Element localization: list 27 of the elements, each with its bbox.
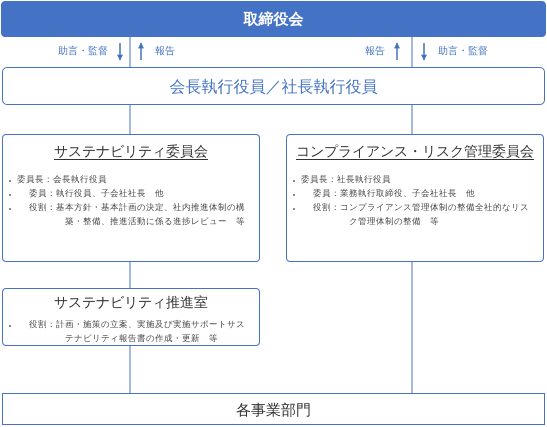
list-item: 役割：基本方針・基本計画の決定、社内推進体制の構築・整備、推進活動に係る進捗レビュー 等 [29,202,246,229]
list-item: 委員長：会長執行役員 [17,174,108,187]
edge-label: 報告 [155,46,175,58]
board-box [1,1,546,37]
list-item: 委員：執行役員、子会社社長 他 [29,188,165,201]
executive-box [2,67,545,105]
office-box [2,288,260,346]
arrow [138,42,144,60]
committee-box [2,134,260,262]
arrow [117,43,123,61]
list-item: 委員長：社長執行役員 [301,174,392,187]
heading: サステナビリティ委員会 [54,143,208,161]
committee-box [286,134,544,262]
arrow [421,43,427,61]
heading: サステナビリティ推進室 [54,294,208,312]
list-item: 役割：計画・施策の立案、実施及び実施サポートサステナビリティ報告書の作成・更新 等 [29,318,246,346]
edge-label: 報告 [365,46,385,58]
list-item: 役割：コンプライアンス管理体制の整備全社的なリスク管理体制の整備 等 [313,202,530,229]
arrow [394,42,400,60]
heading: 会長執行役員／社長執行役員 [168,77,378,98]
heading: 各事業部門 [235,401,312,420]
edge-label: 助言・監督 [438,46,488,58]
list-item: 委員：業務執行取締役、子会社社長 他 [313,188,476,201]
heading: コンプライアンス・リスク管理委員会 [296,143,534,161]
division-box [2,393,545,425]
title: 取締役会 [242,10,304,29]
edge-label: 助言・監督 [58,46,108,58]
